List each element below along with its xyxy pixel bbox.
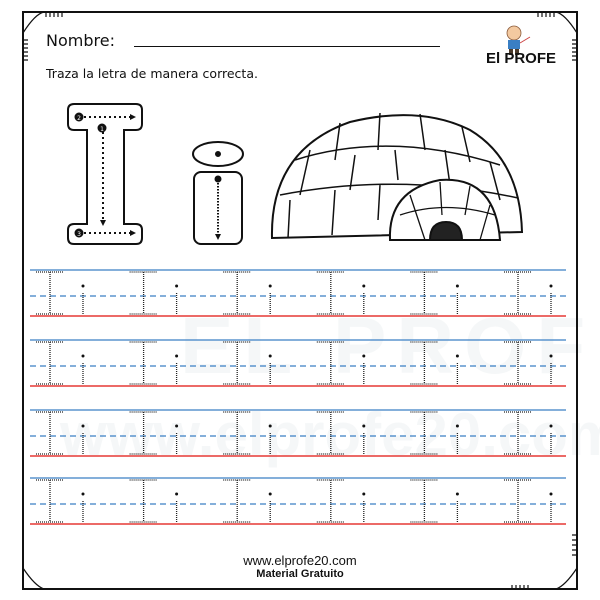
traceable-i-dot bbox=[455, 354, 459, 358]
traceable-i-dot bbox=[455, 284, 459, 288]
traceable-uppercase-i bbox=[223, 341, 252, 385]
practice-row[interactable] bbox=[30, 477, 566, 525]
traceable-i-dot bbox=[175, 354, 179, 358]
traceable-i-dot bbox=[549, 354, 553, 358]
practice-row[interactable] bbox=[30, 339, 566, 387]
traceable-i-dot bbox=[175, 424, 179, 428]
traceable-uppercase-i bbox=[223, 411, 252, 455]
traceable-i-dot bbox=[268, 284, 272, 288]
traceable-uppercase-i bbox=[316, 341, 345, 385]
traceable-i-dot bbox=[81, 354, 85, 358]
brand-logo-text: El PROFE bbox=[485, 50, 556, 67]
traceable-i-dot bbox=[549, 492, 553, 496]
traceable-i-dot bbox=[362, 492, 366, 496]
traceable-i-dot bbox=[549, 424, 553, 428]
traceable-uppercase-i bbox=[504, 341, 532, 385]
traceable-i-dot bbox=[362, 354, 366, 358]
traceable-i-dot bbox=[455, 424, 459, 428]
traceable-uppercase-i bbox=[36, 479, 64, 523]
traceable-i-dot bbox=[175, 284, 179, 288]
igloo-picture bbox=[270, 112, 524, 241]
traceable-i-dot bbox=[175, 492, 179, 496]
traceable-uppercase-i bbox=[504, 411, 532, 455]
corner-decorations bbox=[22, 11, 578, 590]
traceable-uppercase-i bbox=[223, 271, 252, 315]
mascot-teacher-icon bbox=[506, 25, 531, 55]
name-label: Nombre: bbox=[46, 31, 115, 50]
practice-row[interactable] bbox=[30, 269, 566, 317]
traceable-i-dot bbox=[268, 424, 272, 428]
stroke-number-2: 2 bbox=[77, 115, 81, 122]
traceable-uppercase-i bbox=[316, 479, 345, 523]
traceable-uppercase-i bbox=[316, 411, 345, 455]
model-uppercase-i: 2 1 3 bbox=[67, 103, 143, 245]
traceable-uppercase-i bbox=[223, 479, 252, 523]
page-border bbox=[22, 11, 578, 590]
footer-subtitle: Material Gratuito bbox=[256, 568, 344, 580]
traceable-uppercase-i bbox=[410, 479, 439, 523]
traceable-i-dot bbox=[81, 284, 85, 288]
traceable-uppercase-i bbox=[36, 341, 64, 385]
traceable-i-dot bbox=[81, 492, 85, 496]
practice-row[interactable] bbox=[30, 409, 566, 457]
practice-area bbox=[30, 269, 566, 525]
traceable-uppercase-i bbox=[316, 271, 345, 315]
traceable-uppercase-i bbox=[129, 479, 158, 523]
traceable-uppercase-i bbox=[410, 411, 439, 455]
instruction-text: Traza la letra de manera correcta. bbox=[46, 66, 258, 81]
traceable-i-dot bbox=[455, 492, 459, 496]
traceable-i-dot bbox=[81, 424, 85, 428]
traceable-uppercase-i bbox=[410, 341, 439, 385]
traceable-uppercase-i bbox=[504, 271, 532, 315]
stroke-number-3: 3 bbox=[77, 231, 81, 238]
traceable-i-dot bbox=[268, 492, 272, 496]
traceable-uppercase-i bbox=[36, 271, 64, 315]
traceable-i-dot bbox=[268, 354, 272, 358]
traceable-i-dot bbox=[549, 284, 553, 288]
traceable-uppercase-i bbox=[504, 479, 532, 523]
name-input-line[interactable] bbox=[134, 46, 440, 47]
traceable-i-dot bbox=[362, 424, 366, 428]
traceable-i-dot bbox=[362, 284, 366, 288]
traceable-uppercase-i bbox=[36, 411, 64, 455]
traceable-uppercase-i bbox=[410, 271, 439, 315]
footer-url[interactable]: www.elprofe20.com bbox=[243, 553, 357, 568]
traceable-uppercase-i bbox=[129, 341, 158, 385]
traceable-uppercase-i bbox=[129, 411, 158, 455]
traceable-uppercase-i bbox=[129, 271, 158, 315]
model-lowercase-i bbox=[192, 141, 244, 245]
stroke-number-1: 1 bbox=[100, 126, 104, 133]
